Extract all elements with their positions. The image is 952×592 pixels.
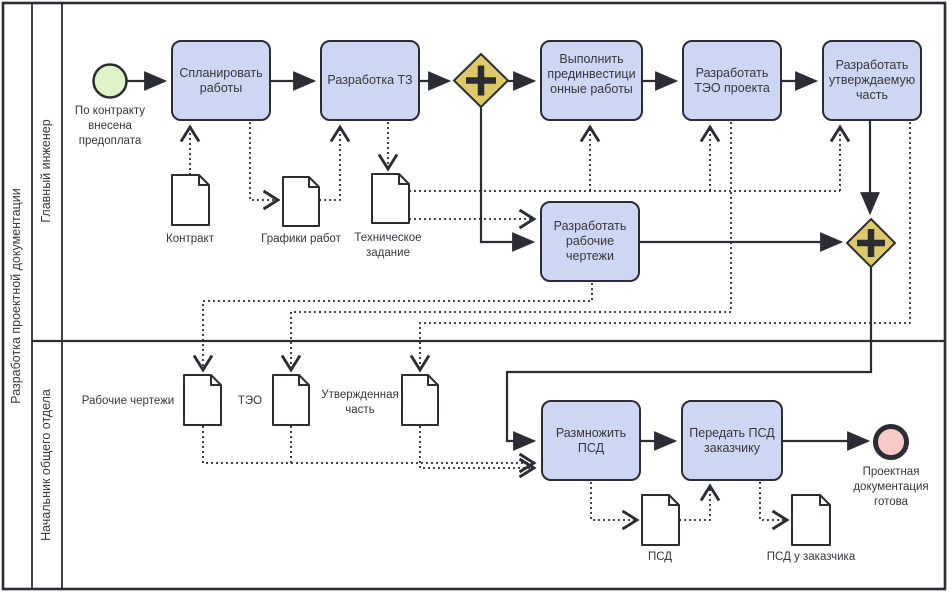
document-approved-part[interactable]	[401, 374, 439, 426]
assoc-handover-to-psdcustomer	[759, 482, 790, 531]
task-tz-label: Разработка ТЗ	[327, 73, 413, 88]
doc-label-schedules: Графики работ	[261, 233, 341, 245]
doc-label-working-drawings: Рабочие чертежи	[81, 395, 175, 407]
task-drawings[interactable]: Разработать рабочие чертежи	[540, 201, 640, 282]
task-utv-label: Разработать утверждаемую часть	[828, 58, 916, 102]
doc-label-psd-customer: ПСД у заказчика	[766, 551, 856, 563]
doc-label-contract: Контракт	[166, 233, 214, 245]
doc-label-teo: ТЭО	[237, 395, 263, 407]
task-handover-label: Передать ПСД заказчику	[689, 425, 775, 455]
assoc-copy-to-psd	[590, 482, 640, 531]
end-event-label: Проектная документация готова	[853, 466, 929, 508]
task-plan[interactable]: Спланировать работы	[171, 40, 271, 121]
task-drawings-label: Разработать рабочие чертежи	[553, 219, 627, 263]
assoc-workingdrawings-to-copy	[202, 426, 537, 474]
document-contract[interactable]	[171, 174, 210, 226]
task-teo[interactable]: Разработать ТЭО проекта	[682, 40, 782, 121]
doc-label-tech-spec: Техническое задание	[354, 232, 422, 259]
pool-label: Разработка проектной документации	[9, 188, 23, 404]
task-handover[interactable]: Передать ПСД заказчику	[681, 400, 783, 481]
task-preinvest[interactable]: Выполнить прединвестици онные работы	[540, 40, 643, 121]
assoc-schedules-to-tz	[319, 124, 351, 201]
task-preinvest-label: Выполнить прединвестици онные работы	[547, 52, 636, 96]
lane-label-head-general-dept: Начальник общего отдела	[39, 389, 53, 541]
lane-label-chief-engineer: Главный инженер	[39, 119, 53, 223]
end-event[interactable]	[873, 424, 909, 460]
document-tech-spec[interactable]	[371, 173, 410, 224]
document-working-drawings[interactable]	[183, 374, 222, 426]
doc-label-approved-part: Утвержденная часть	[321, 389, 399, 416]
document-schedules[interactable]	[282, 176, 320, 227]
task-tz[interactable]: Разработка ТЗ	[320, 40, 420, 121]
task-utv[interactable]: Разработать утверждаемую часть	[822, 40, 922, 121]
task-teo-label: Разработать ТЭО проекта	[694, 65, 770, 95]
document-psd-customer[interactable]	[791, 494, 831, 546]
assoc-approvedpart-to-copy	[419, 426, 537, 479]
assoc-plan-to-schedules	[249, 122, 281, 211]
task-copy-label: Размножить ПСД	[555, 425, 627, 455]
doc-label-psd: ПСД	[647, 551, 673, 563]
parallel-gateway-2-plus-icon	[857, 229, 885, 257]
assoc-utv-task-to-approvedpart	[409, 122, 911, 373]
assoc-psd-to-handover	[679, 483, 721, 521]
task-plan-label: Спланировать работы	[179, 65, 263, 95]
document-teo[interactable]	[272, 374, 310, 426]
start-event-label: По контракту внесена предоплата	[74, 105, 146, 147]
start-event[interactable]	[92, 63, 128, 99]
flow-gateway1-to-drawings	[479, 107, 536, 252]
flow-gateway2-to-copy	[505, 267, 873, 451]
assoc-teo-task-to-teodoc	[280, 122, 732, 373]
document-psd[interactable]	[641, 494, 680, 546]
parallel-gateway-1-plus-icon	[466, 65, 496, 96]
assoc-drawings-to-workingdrawings	[192, 283, 593, 373]
task-copy[interactable]: Размножить ПСД	[541, 400, 641, 481]
